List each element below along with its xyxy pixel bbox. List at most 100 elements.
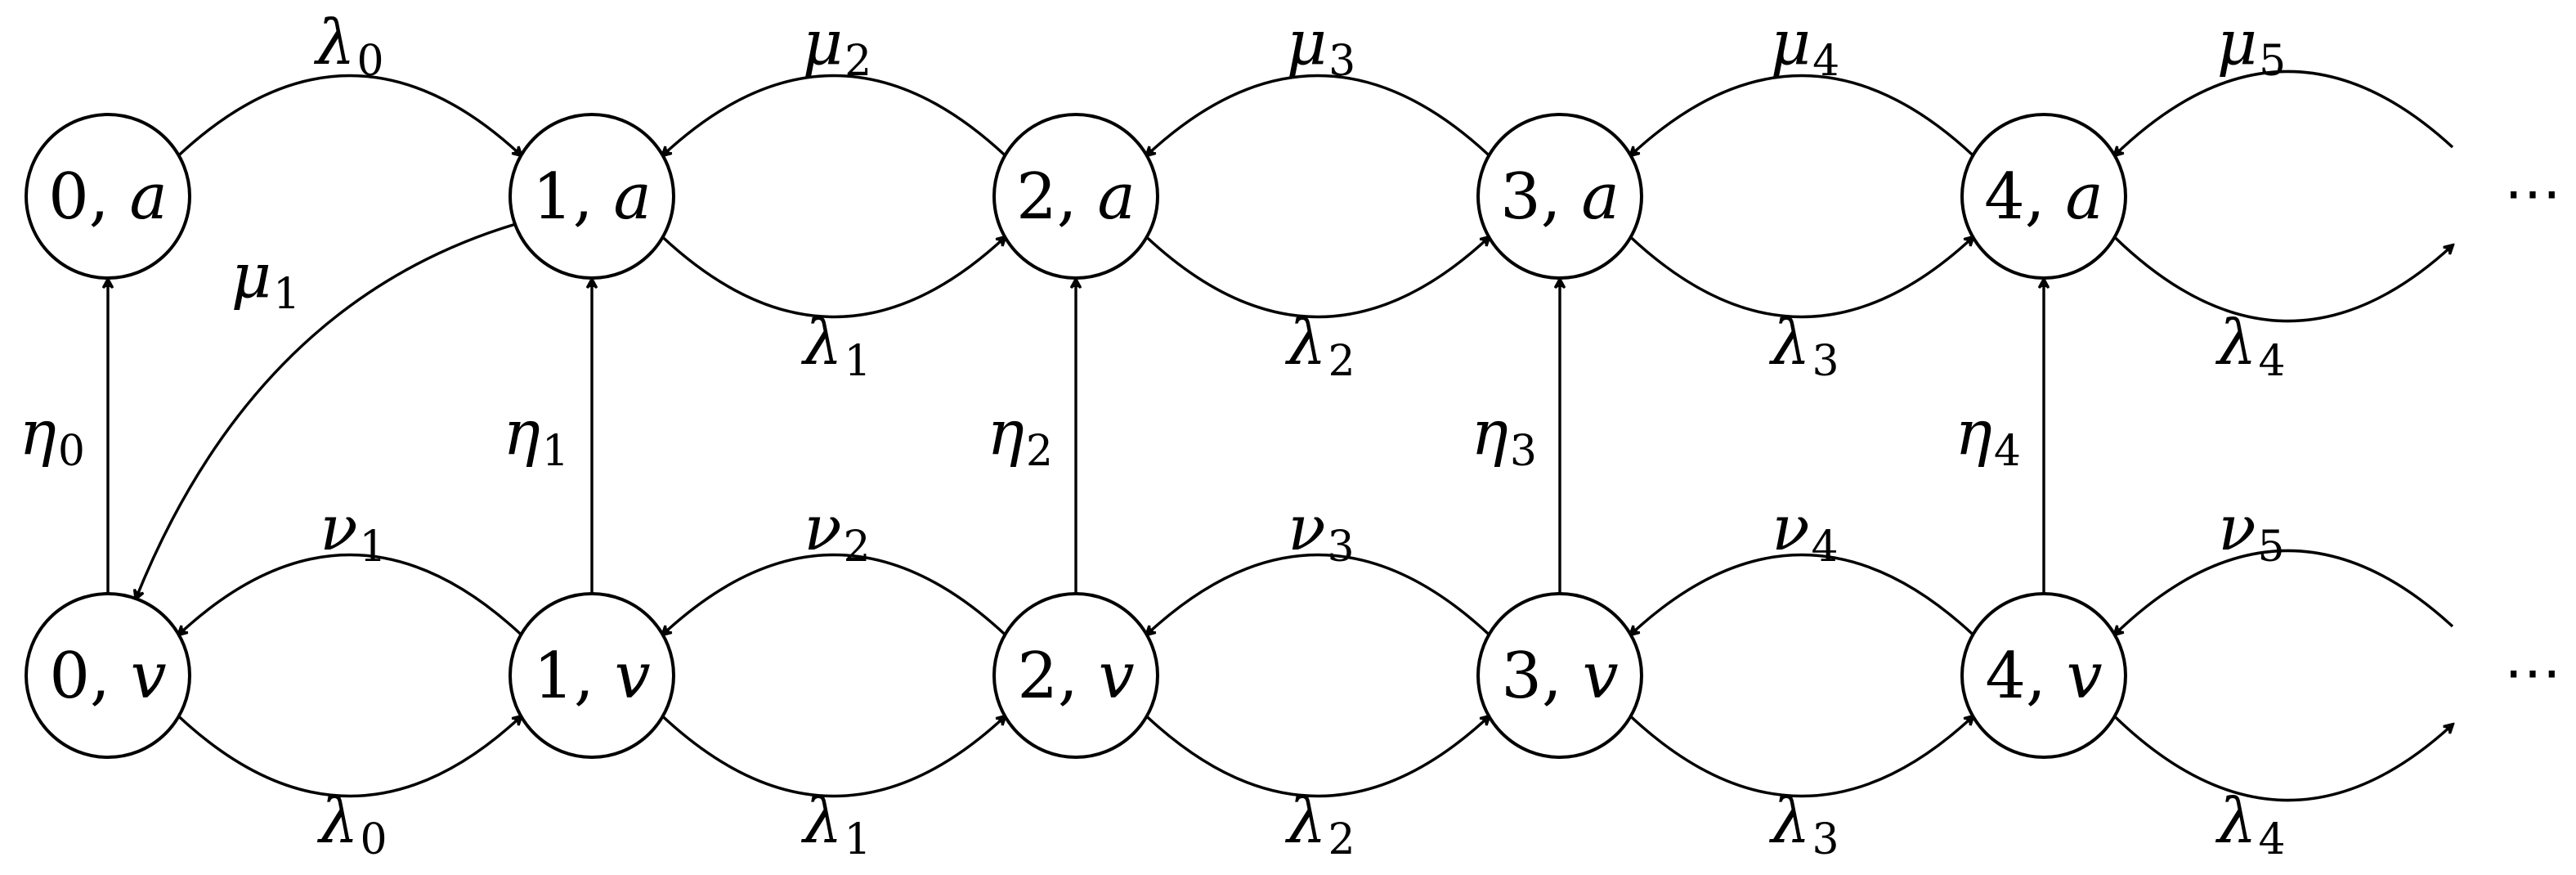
node-bottom-0-label: 0, v <box>49 639 166 713</box>
label-top-backward-3: μ4 <box>1771 6 1840 86</box>
label-bottom-forward-2-subscript: 2 <box>1328 815 1355 864</box>
node-bottom-2: 2, v <box>992 592 1159 759</box>
label-vertical-0: η0 <box>19 396 85 476</box>
label-bottom-backward-1: ν2 <box>804 491 870 572</box>
node-bottom-3-label: 3, v <box>1501 639 1618 713</box>
node-top-0-label: 0, a <box>48 160 168 234</box>
node-top-2-separator: , <box>1057 160 1098 234</box>
node-bottom-1: 1, v <box>508 592 675 759</box>
label-vertical-0-symbol: η <box>19 396 56 469</box>
edge-top-forward-2 <box>1145 237 1490 319</box>
label-vertical-0-subscript: 0 <box>58 427 85 476</box>
label-top-forward-2-symbol: λ <box>1284 306 1326 379</box>
edge-bottom-backward-3 <box>1631 553 1974 635</box>
edge-bottom-forward-3 <box>1629 716 1973 798</box>
edge-bottom-forward-1 <box>661 716 1006 798</box>
label-top-backward-3-symbol: μ <box>1771 6 1811 79</box>
label-vertical-4-symbol: η <box>1955 396 1992 469</box>
node-bottom-1-separator: , <box>574 639 615 713</box>
label-bottom-backward-3-subscript: 4 <box>1812 523 1839 572</box>
node-top-2: 2, a <box>992 113 1159 280</box>
node-bottom-2-variable: v <box>1099 639 1135 713</box>
edge-bottom-backward-2 <box>1147 553 1490 635</box>
label-vertical-2-symbol: η <box>987 396 1024 469</box>
label-cross-symbol: μ <box>231 239 271 312</box>
node-bottom-4-label: 4, v <box>1985 639 2102 713</box>
label-top-backward-4-symbol: μ <box>2217 6 2257 79</box>
edge-top-forward-0 <box>177 74 522 156</box>
label-bottom-backward-1-symbol: ν <box>804 491 841 564</box>
node-bottom-1-label: 1, v <box>533 639 650 713</box>
node-top-1-label: 1, a <box>532 160 652 234</box>
node-bottom-0-number: 0 <box>49 639 90 713</box>
label-top-forward-4-symbol: λ <box>2215 306 2256 379</box>
node-bottom-2-circle <box>992 592 1159 759</box>
label-top-forward-3-subscript: 3 <box>1812 337 1839 386</box>
edge-top-backward-1 <box>663 74 1006 156</box>
label-top-forward-3-symbol: λ <box>1768 306 1810 379</box>
node-bottom-0: 0, v <box>25 592 191 759</box>
label-top-forward-3: λ3 <box>1768 306 1839 386</box>
node-top-0: 0, a <box>25 113 191 280</box>
label-bottom-backward-2-subscript: 3 <box>1328 523 1355 572</box>
label-bottom-forward-0: λ0 <box>316 784 387 864</box>
label-bottom-backward-4: ν5 <box>2218 491 2284 572</box>
label-bottom-backward-4-subscript: 5 <box>2258 523 2285 572</box>
label-vertical-3-subscript: 3 <box>1510 427 1537 476</box>
label-bottom-forward-3-subscript: 3 <box>1812 815 1839 864</box>
node-top-3-number: 3 <box>1500 160 1541 234</box>
node-top-2-number: 2 <box>1016 160 1057 234</box>
label-bottom-backward-2: ν3 <box>1288 491 1354 572</box>
node-top-3: 3, a <box>1476 113 1643 280</box>
edge-bottom-backward-1 <box>663 553 1006 635</box>
label-bottom-backward-0-subscript: 1 <box>360 523 387 572</box>
node-bottom-1-number: 1 <box>533 639 574 713</box>
edge-top-forward-3 <box>1629 237 1973 319</box>
label-top-forward-1: λ1 <box>800 306 871 386</box>
label-bottom-backward-4-symbol: ν <box>2218 491 2256 564</box>
node-top-0-circle <box>25 113 191 280</box>
label-top-forward-1-symbol: λ <box>800 306 842 379</box>
edge-bottom-forward-2 <box>1145 716 1490 798</box>
label-bottom-backward-3: ν4 <box>1772 491 1838 572</box>
edge-bottom-backward-4 <box>2115 549 2454 635</box>
label-bottom-backward-0: ν1 <box>320 491 386 572</box>
label-top-backward-1: μ2 <box>803 6 872 86</box>
label-top-forward-1-subscript: 1 <box>844 337 871 386</box>
edges-layer <box>108 70 2454 802</box>
label-vertical-1: η1 <box>503 396 569 476</box>
node-top-3-separator: , <box>1541 160 1582 234</box>
node-top-4-separator: , <box>2025 160 2066 234</box>
edge-bottom-backward-0 <box>179 553 522 635</box>
node-top-0-variable: a <box>129 160 168 234</box>
label-vertical-3: η3 <box>1471 396 1537 476</box>
label-top-backward-3-subscript: 4 <box>1812 37 1839 86</box>
node-bottom-4-circle <box>1960 592 2127 759</box>
ellipsis-top: ⋯ <box>2504 159 2561 227</box>
edge-top-backward-4 <box>2115 70 2454 155</box>
label-vertical-4: η4 <box>1955 396 2021 476</box>
node-bottom-2-separator: , <box>1058 639 1099 713</box>
label-vertical-2-subscript: 2 <box>1026 427 1053 476</box>
label-top-backward-4: μ5 <box>2217 6 2287 86</box>
node-bottom-0-variable: v <box>131 639 167 713</box>
edge-bottom-forward-0 <box>177 716 522 798</box>
label-bottom-forward-4-symbol: λ <box>2215 784 2256 857</box>
node-top-1: 1, a <box>508 113 675 280</box>
label-cross: μ1 <box>231 239 301 319</box>
label-top-forward-2-subscript: 2 <box>1328 337 1355 386</box>
label-top-forward-0: λ0 <box>313 6 383 86</box>
label-bottom-backward-2-symbol: ν <box>1288 491 1325 564</box>
node-top-2-label: 2, a <box>1016 160 1136 234</box>
node-bottom-4-variable: v <box>2067 639 2103 713</box>
node-top-0-separator: , <box>89 160 130 234</box>
node-bottom-2-label: 2, v <box>1017 639 1134 713</box>
node-top-1-variable: a <box>613 160 652 234</box>
node-top-0-number: 0 <box>48 160 89 234</box>
node-bottom-3-circle <box>1476 592 1643 759</box>
node-top-4-label: 4, a <box>1984 160 2103 234</box>
node-bottom-4-number: 4 <box>1985 639 2026 713</box>
label-bottom-forward-1: λ1 <box>800 784 871 864</box>
